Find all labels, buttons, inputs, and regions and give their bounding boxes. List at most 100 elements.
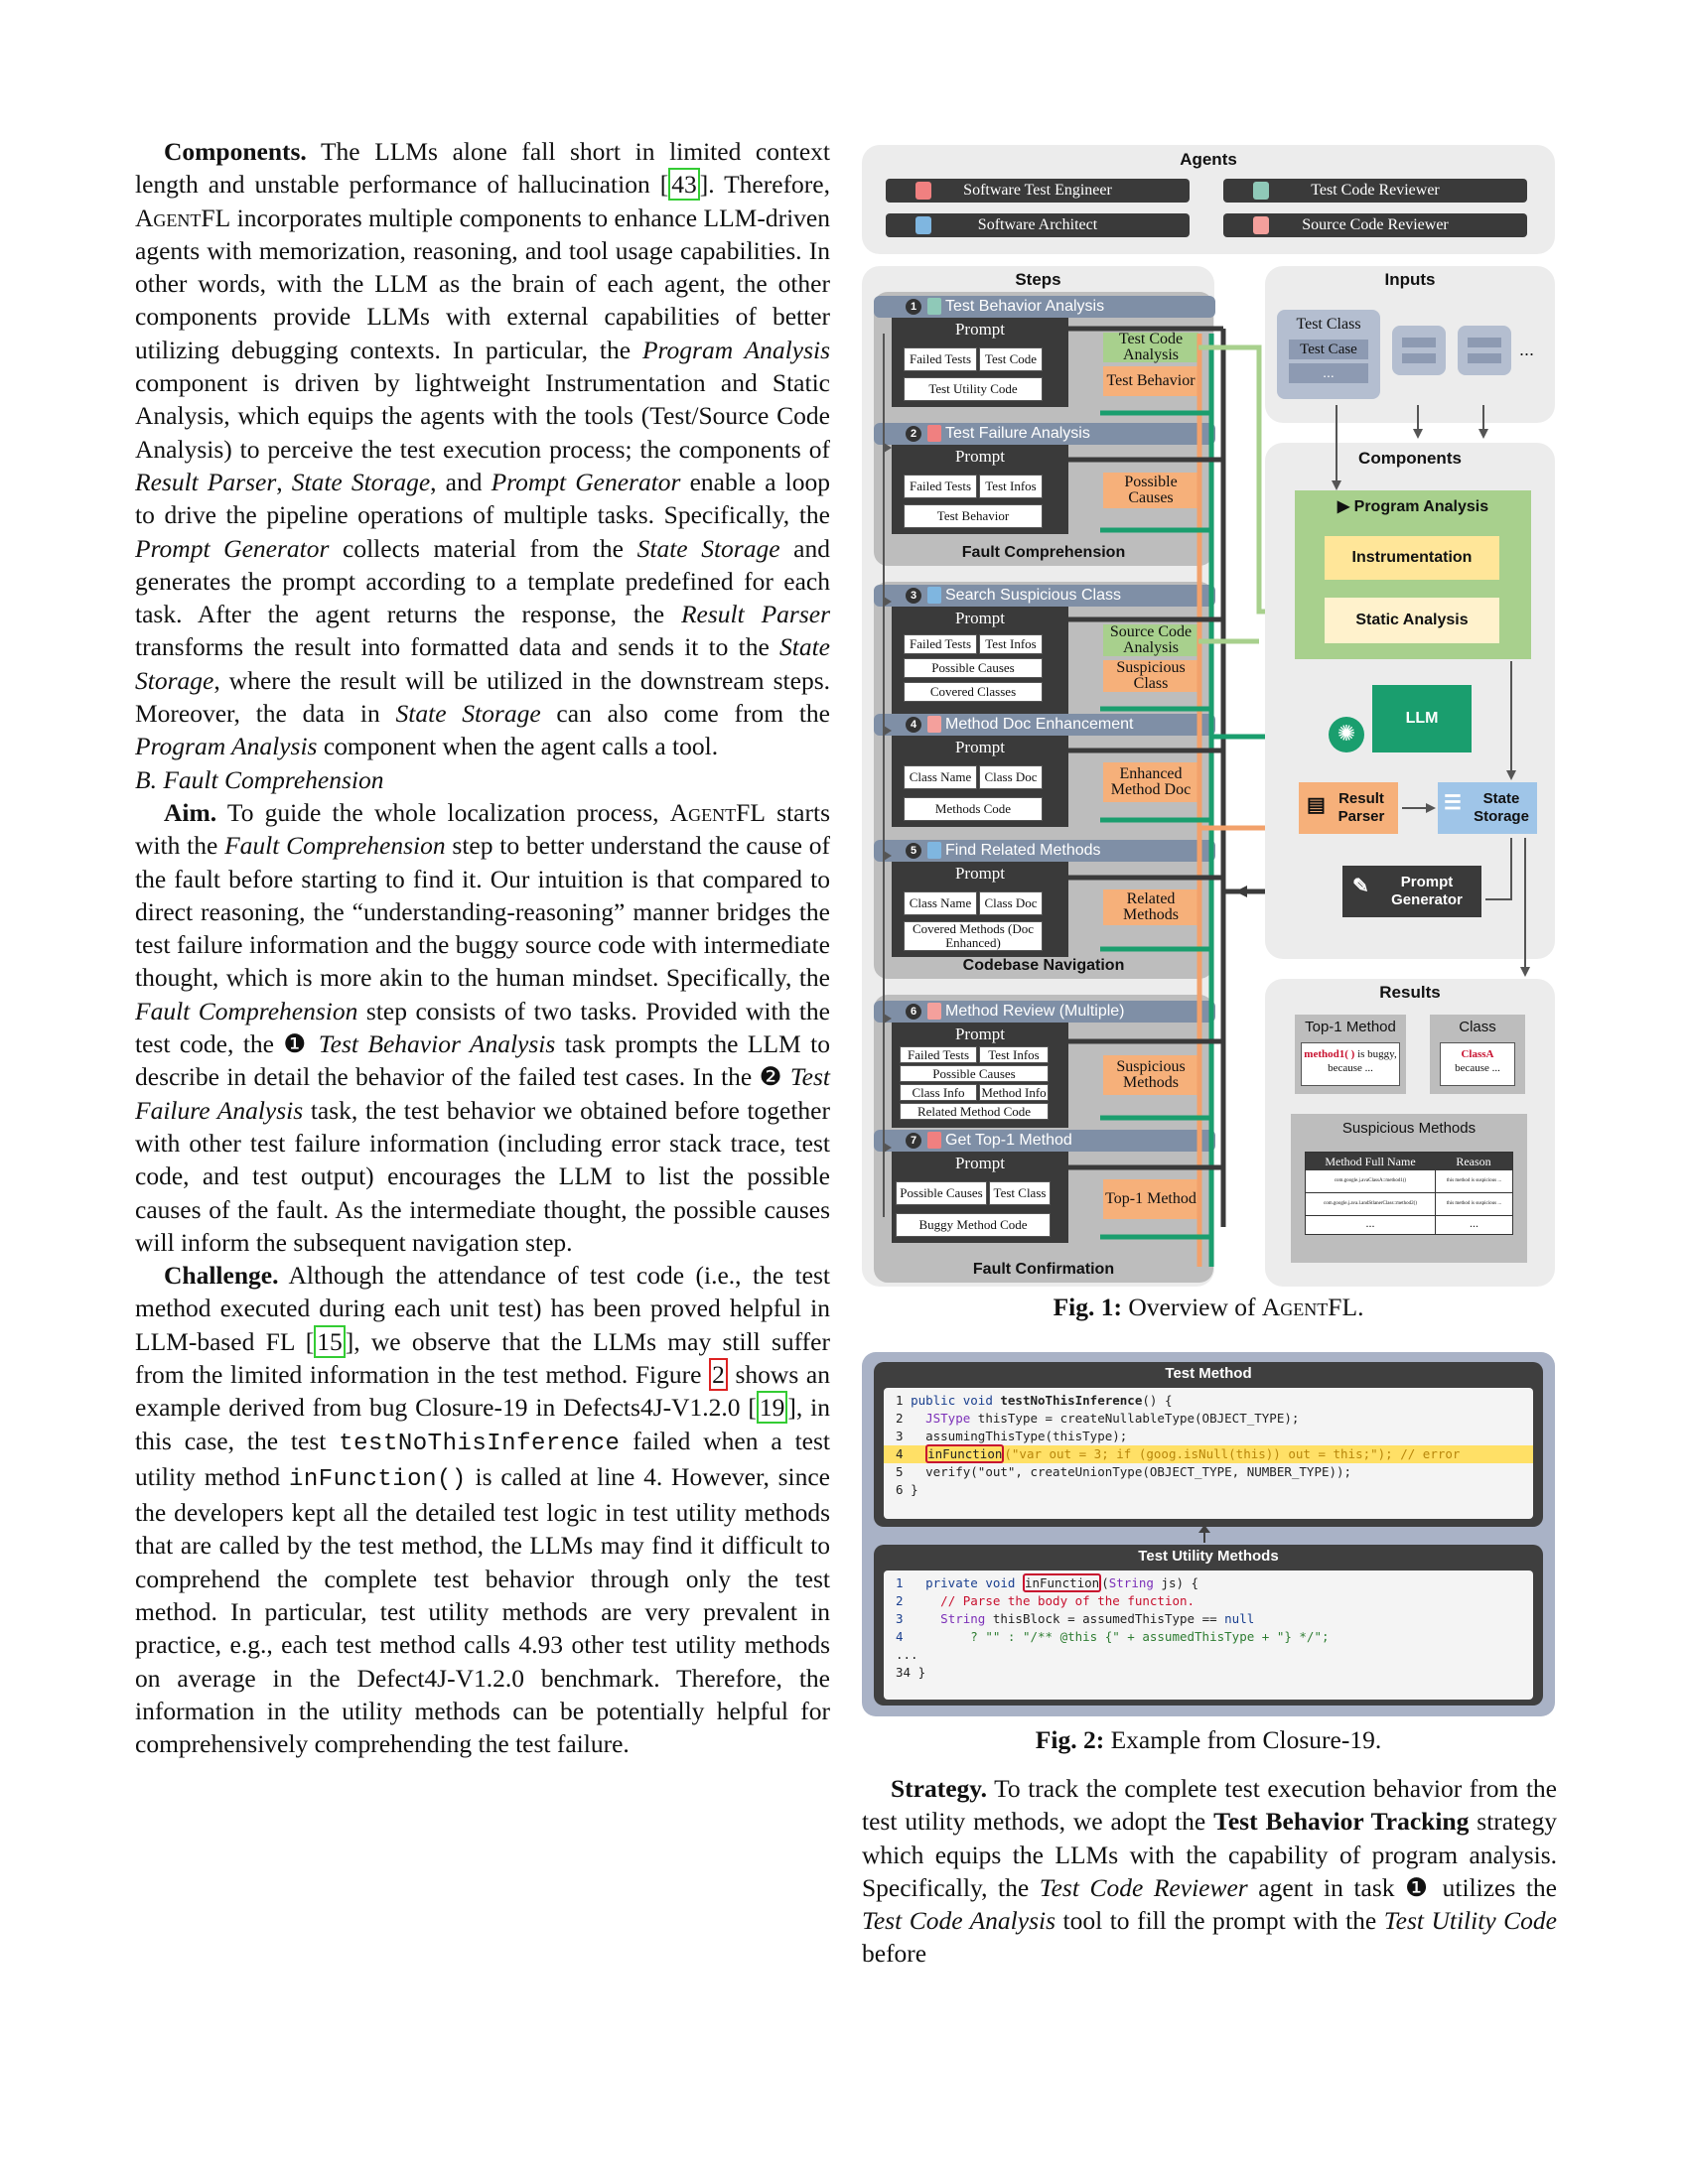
suspicious-methods-card: Suspicious Methods Method Full Name Reas… [1291,1114,1527,1263]
output-top1-method: Top-1 Method [1103,1179,1198,1219]
paragraph-aim: Aim. To guide the whole localization pro… [135,797,830,1257]
task-3-prompt: Prompt Failed Tests Test Infos Possible … [892,607,1068,714]
agent-test-code-reviewer: Test Code Reviewer [1223,179,1527,203]
code-line: 2 // Parse the body of the function. [896,1593,1196,1608]
code-line: 1 public void testNoThisInference() { [896,1393,1173,1408]
agent-software-test-engineer: Software Test Engineer [886,179,1190,203]
table-row: ... ... [1306,1216,1512,1234]
code-line: 4 ? "" : "/** @this {" + assumedThisType… [896,1629,1330,1644]
task-1-prompt: Prompt Failed Tests Test Code Test Utili… [892,318,1068,407]
person-icon [1253,216,1269,234]
output-suspicious-methods: Suspicious Methods [1103,1055,1198,1095]
code-line: 2 JSType thisType = createNullableType(O… [896,1411,1300,1426]
steps-title: Steps [1015,270,1061,289]
output-test-code-analysis: Test Code Analysis [1103,332,1198,363]
top1-method-card: Top-1 Method method1( ) is buggy, becaus… [1295,1015,1406,1094]
right-column: Strategy. To track the complete test exe… [862,1772,1557,1971]
figure-1-caption: Fig. 1: Overview of AgentFL. [1053,1293,1364,1321]
code-line: 1 private void inFunction(String js) { [896,1573,1199,1592]
static-analysis-box: Static Analysis [1325,598,1499,643]
task-6-prompt: Prompt Failed Tests Test Infos Possible … [892,1023,1068,1128]
output-source-code-analysis: Source Code Analysis [1103,624,1198,656]
code-line-highlighted: 4 inFunction("var out = 3; if (goog.isNu… [884,1444,1533,1463]
person-icon [927,716,941,733]
task-2-prompt: Prompt Failed Tests Test Infos Test Beha… [892,445,1068,534]
edit-icon: ✎ [1352,876,1369,897]
code-line: 6 } [896,1482,918,1497]
prompt-generator-box: ✎Prompt Generator [1342,866,1481,917]
person-icon [927,842,941,859]
flow-lines [883,326,1398,1267]
agents-panel: Agents Software Test Engineer Test Code … [862,145,1555,254]
output-possible-causes: Possible Causes [1103,473,1198,508]
table-row: com.google.j.avaClassA::method1() this m… [1306,1170,1512,1193]
code-line: 34 } [896,1665,926,1680]
output-suspicious-class: Suspicious Class [1103,660,1198,692]
left-column: Components. The LLMs alone fall short in… [135,135,830,1761]
table-row: com.google.j.ava.l.andStlanerClass::meth… [1306,1193,1512,1216]
citation-link[interactable]: 19 [756,1391,788,1425]
state-storage-box: ☰State Storage [1438,782,1537,834]
database-icon: ☰ [1444,792,1462,814]
code-line: 3 assumingThisType(thisType); [896,1429,1128,1443]
output-related-methods: Related Methods [1103,889,1198,925]
paragraph-challenge: Challenge. Although the attendance of te… [135,1261,830,1759]
code-line: 3 String thisBlock = assumedThisType == … [896,1611,1255,1626]
instrumentation-box: Instrumentation [1325,536,1499,580]
task-4-prompt: Prompt Class Name Class Doc Methods Code [892,736,1068,827]
task-5-prompt: Prompt Class Name Class Doc Covered Meth… [892,862,1068,957]
arrow-up-icon [1198,1525,1210,1533]
play-icon: ▶ [1336,498,1354,515]
agent-software-architect: Software Architect [886,213,1190,237]
test-method-code: 1 public void testNoThisInference() { 2 … [884,1388,1533,1519]
test-utility-code: 1 private void inFunction(String js) { 2… [884,1570,1533,1700]
person-icon [927,587,941,604]
result-parser-box: ▤Result Parser [1299,782,1398,834]
inputs-panel: Inputs Test Class Test Case ... ... [1265,266,1555,423]
program-analysis-box: ▶ Program Analysis Instrumentation Stati… [1295,490,1531,659]
system-name: AgentFL [135,203,231,232]
output-test-behavior: Test Behavior [1103,366,1198,396]
inline-code: inFunction() [288,1465,467,1493]
person-icon [915,182,931,200]
test-method-box: Test Method 1 public void testNoThisInfe… [874,1362,1543,1527]
output-enhanced-method-doc: Enhanced Method Doc [1103,762,1198,802]
openai-icon: ✺ [1329,717,1364,752]
figure-2-caption: Fig. 2: Example from Closure-19. [1035,1725,1382,1754]
suspicious-methods-table: Method Full Name Reason com.google.j.ava… [1305,1152,1513,1235]
person-icon [927,298,941,315]
program-analysis-label: ▶ Program Analysis [1336,498,1489,515]
figure-link[interactable]: 2 [709,1357,728,1391]
inline-code: testNoThisInference [339,1430,621,1457]
paragraph-lead: Components. [164,137,307,166]
person-icon [1253,182,1269,200]
section-heading: B. Fault Comprehension [135,764,384,794]
results-panel: Results Top-1 Method method1( ) is buggy… [1265,979,1555,1287]
input-test-class: Test Class Test Case ... [1277,310,1380,399]
input-test-class-icon [1458,326,1511,375]
figure-1-overview: Agents Software Test Engineer Test Code … [862,145,1555,1287]
document-icon: ▤ [1307,794,1326,816]
code-line: ... [896,1647,918,1662]
figure-2-code-example: Test Method 1 public void testNoThisInfe… [862,1352,1555,1716]
paragraph-strategy: Strategy. To track the complete test exe… [862,1774,1558,1969]
citation-link[interactable]: 15 [314,1324,346,1358]
test-utility-methods-box: Test Utility Methods 1 private void inFu… [874,1545,1543,1706]
person-icon [927,425,941,442]
person-icon [927,1003,941,1020]
task-7-prompt: Prompt Possible Causes Test Class Buggy … [892,1152,1068,1243]
person-icon [927,1132,941,1149]
person-icon [915,216,931,234]
arrow-up [1203,1529,1205,1543]
agents-title: Agents [1180,150,1237,169]
agent-source-code-reviewer: Source Code Reviewer [1223,213,1527,237]
citation-link[interactable]: 43 [668,168,700,202]
